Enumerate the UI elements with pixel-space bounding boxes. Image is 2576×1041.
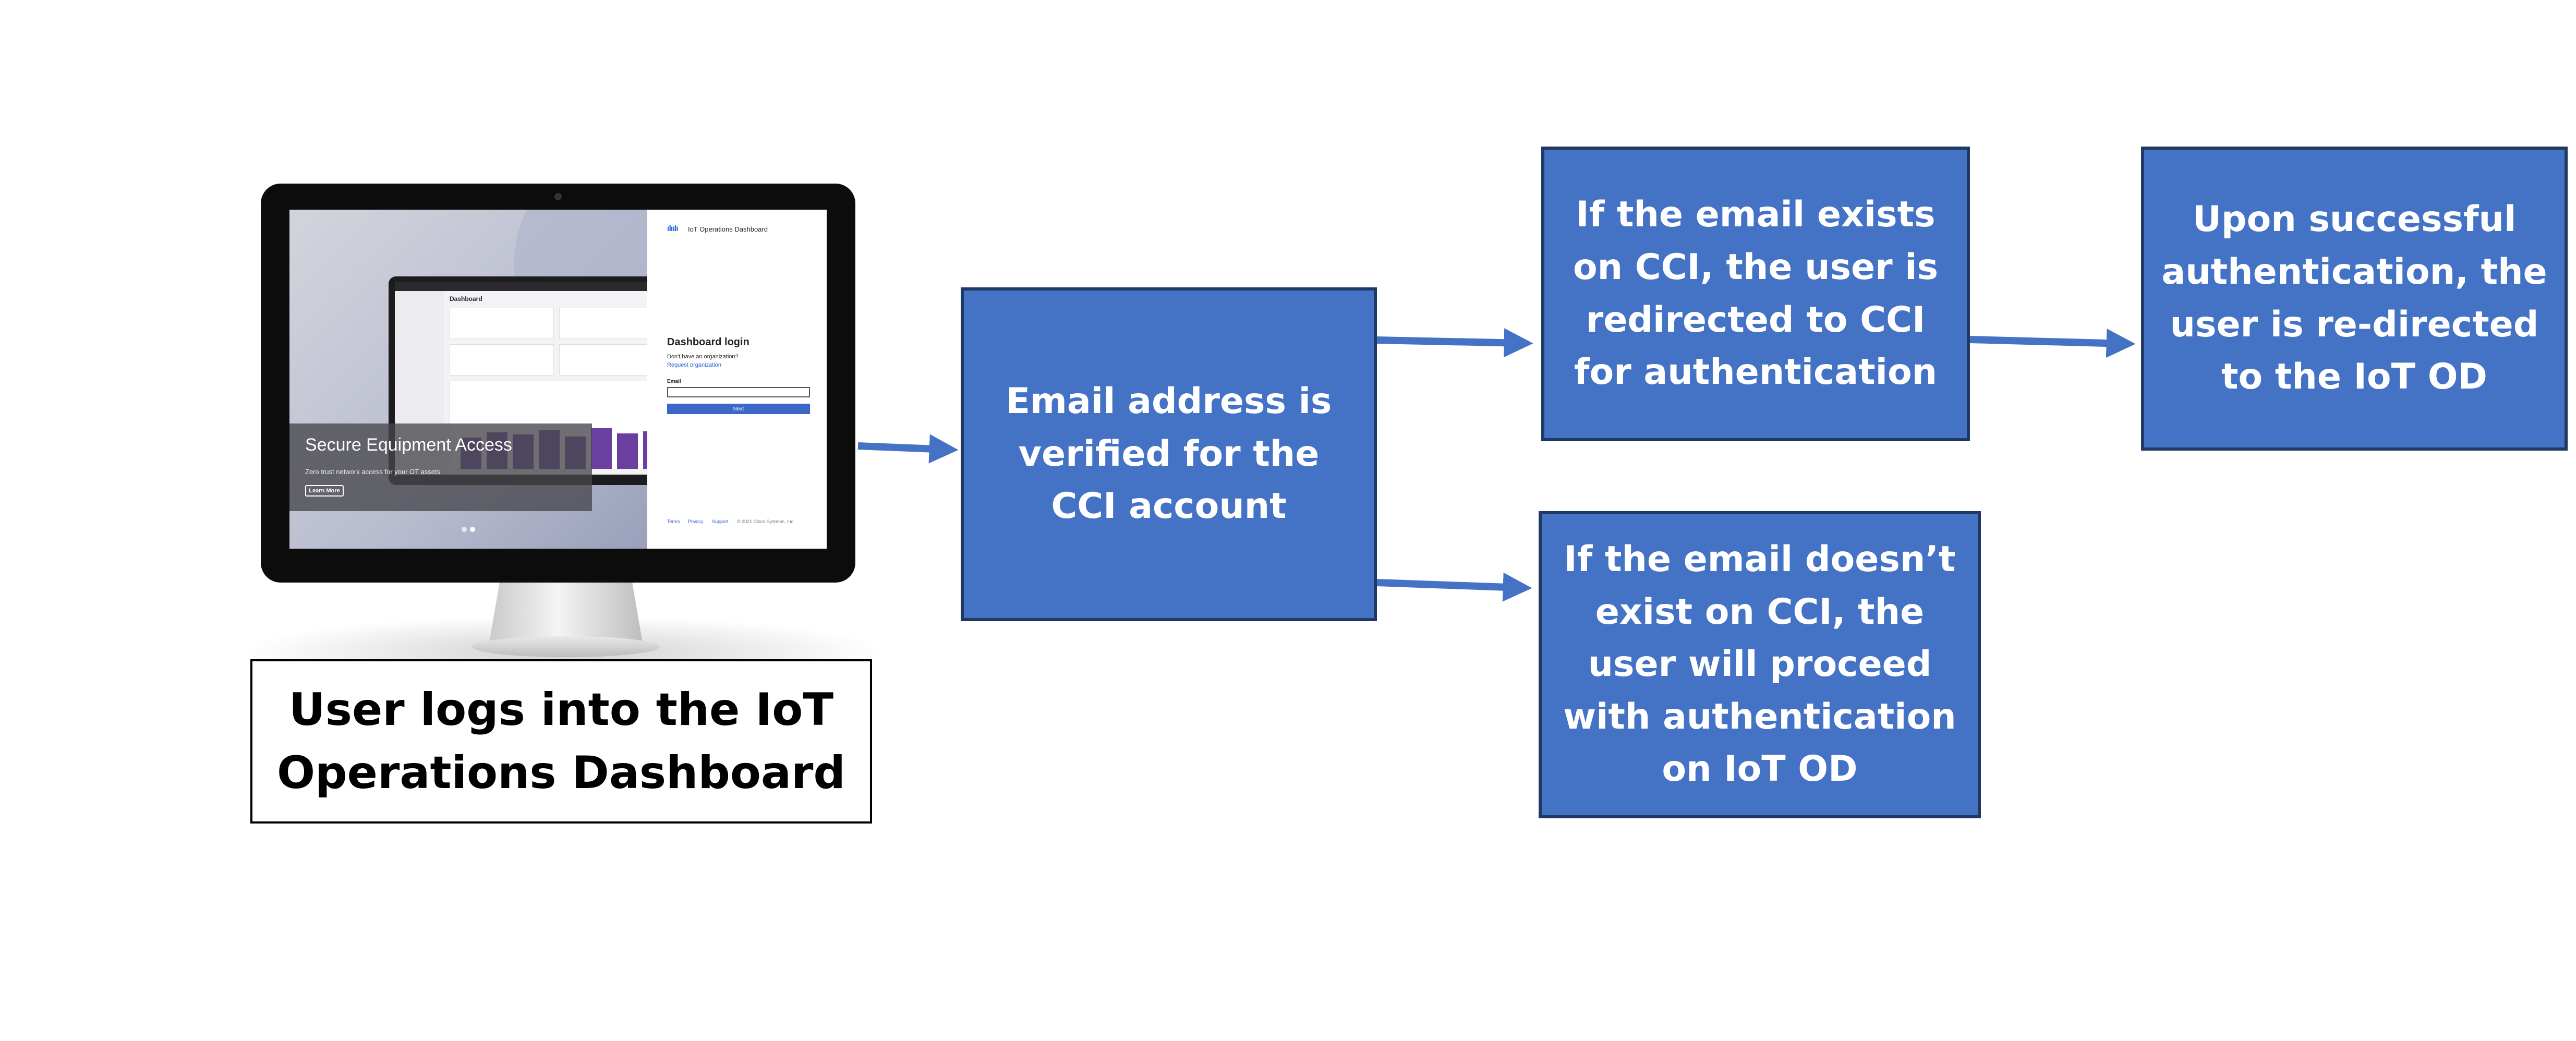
monitor-screen: Dashboard Secure Equipment Ac — [289, 210, 827, 549]
box-line: Email address is — [1006, 381, 1332, 422]
monitor: Dashboard Secure Equipment Ac — [261, 184, 855, 583]
next-button[interactable]: Next — [667, 404, 810, 414]
caption-box: User logs into the IoT Operations Dashbo… — [250, 659, 872, 824]
login-title: Dashboard login — [667, 336, 749, 348]
box-line: exist on CCI, the — [1595, 591, 1925, 633]
box-line: for authentication — [1574, 352, 1938, 393]
box-line: CCI account — [1051, 486, 1287, 527]
webcam-icon — [554, 193, 562, 200]
email-label: Email — [667, 379, 681, 384]
cisco-logo-icon: ılıılı — [667, 224, 679, 233]
laptop-topbar — [395, 282, 680, 291]
box-line: verified for the — [1018, 433, 1320, 475]
arrow-monitor-to-verify — [857, 434, 959, 464]
box-line: If the email exists — [1576, 194, 1936, 236]
box-line: on IoT OD — [1662, 748, 1858, 790]
chart-bar — [591, 428, 612, 469]
box-line: on CCI, the user is — [1573, 246, 1939, 288]
learn-more-button[interactable]: Learn More — [305, 485, 344, 497]
monitor-stand-base — [472, 636, 660, 657]
email-not-exists-box: If the email doesn’t exist on CCI, the u… — [1539, 511, 1981, 818]
footer-link-support[interactable]: Support — [712, 519, 729, 524]
carousel-dot[interactable] — [462, 527, 467, 532]
hero-subtitle: Zero trust network access for your OT as… — [305, 468, 441, 476]
box-line: user is re-directed — [2170, 304, 2539, 345]
caption-line: User logs into the IoT — [288, 684, 834, 736]
verify-email-box: Email address is verified for the CCI ac… — [961, 287, 1377, 621]
email-exists-box: If the email exists on CCI, the user is … — [1541, 147, 1970, 441]
footer-link-terms[interactable]: Terms — [667, 519, 680, 524]
box-line: with authentication — [1563, 696, 1956, 737]
laptop-card — [450, 344, 554, 376]
arrow-verify-to-not-exists — [1376, 572, 1532, 602]
hero-overlay: Secure Equipment Access Zero trust netwo… — [289, 423, 592, 511]
box-line: If the email doesn’t — [1564, 538, 1956, 580]
laptop-heading: Dashboard — [450, 295, 482, 302]
box-line: user will proceed — [1588, 644, 1932, 685]
box-line: redirected to CCI — [1586, 299, 1926, 341]
no-org-text: Don't have an organization? — [667, 354, 739, 360]
box-line: Upon successful — [2192, 199, 2517, 240]
carousel-dot-active[interactable] — [470, 527, 475, 532]
caption-line: Operations Dashboard — [277, 746, 845, 799]
email-input[interactable] — [667, 387, 810, 397]
request-org-link[interactable]: Request organization — [667, 362, 721, 368]
laptop-card — [450, 308, 554, 339]
login-panel: ılıılı IoT Operations Dashboard Dashboar… — [647, 210, 827, 549]
box-line: authentication, the — [2161, 251, 2547, 293]
chart-bar — [617, 433, 638, 469]
auth-success-box: Upon successful authentication, the user… — [2141, 147, 2568, 451]
footer-link-privacy[interactable]: Privacy — [688, 519, 704, 524]
brand-title: IoT Operations Dashboard — [688, 225, 768, 233]
hero-title: Secure Equipment Access — [305, 435, 512, 455]
copyright: © 2021 Cisco Systems, Inc. — [737, 519, 795, 524]
arrow-exists-to-success — [1969, 329, 2136, 358]
arrow-verify-to-exists — [1376, 328, 1533, 358]
box-line: to the IoT OD — [2221, 356, 2487, 398]
